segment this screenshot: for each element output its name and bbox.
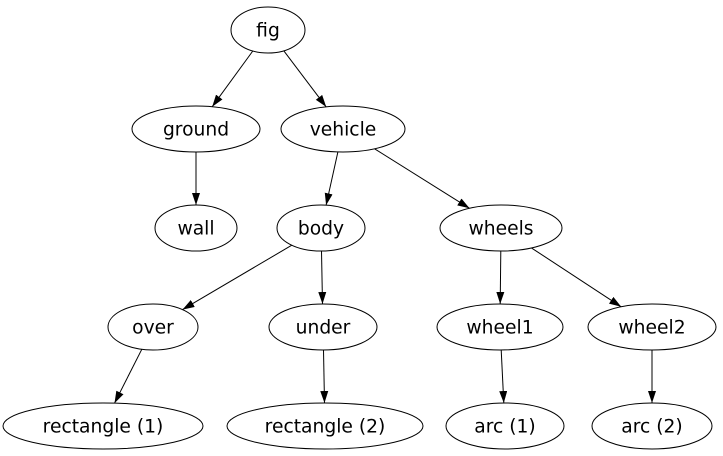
node-fig: fig <box>230 6 306 54</box>
node-label-under: under <box>296 318 351 339</box>
node-ground: ground <box>131 105 261 153</box>
node-wall: wall <box>154 204 238 252</box>
node-rectangle2: rectangle (2) <box>226 402 424 450</box>
edge-wheels-wheel1 <box>496 250 505 305</box>
edge-vehicle-body <box>324 151 339 206</box>
edge-wheel1-arc1 <box>499 349 508 404</box>
node-ellipse-vehicle <box>280 105 406 153</box>
node-label-body: body <box>298 219 344 240</box>
edge-wheels-wheel2 <box>531 247 622 308</box>
node-label-fig: fig <box>256 21 280 42</box>
node-wheel1: wheel1 <box>436 303 564 351</box>
node-ellipse-wheels <box>439 204 563 252</box>
edge-body-under <box>318 250 327 305</box>
node-label-wall: wall <box>177 219 214 240</box>
nodes-layer: fig ground vehicle wall body wheels over under w… <box>2 6 717 450</box>
node-ellipse-rectangle1 <box>2 402 204 450</box>
node-label-arc1: arc (1) <box>474 417 535 438</box>
node-ellipse-body <box>276 204 366 252</box>
node-label-arc2: arc (2) <box>621 417 682 438</box>
node-vehicle: vehicle <box>280 105 406 153</box>
node-label-ground: ground <box>163 120 229 141</box>
node-ellipse-wall <box>154 204 238 252</box>
node-rectangle1: rectangle (1) <box>2 402 204 450</box>
node-ellipse-rectangle2 <box>226 402 424 450</box>
edge-body-over <box>182 244 293 311</box>
node-label-wheel1: wheel1 <box>466 318 533 339</box>
node-label-rectangle1: rectangle (1) <box>43 417 164 438</box>
node-label-rectangle2: rectangle (2) <box>265 417 386 438</box>
node-body: body <box>276 204 366 252</box>
node-arc1: arc (1) <box>445 402 565 450</box>
node-ellipse-ground <box>131 105 261 153</box>
node-ellipse-wheel1 <box>436 303 564 351</box>
node-label-wheel2: wheel2 <box>618 318 685 339</box>
edge-over-rectangle1 <box>114 349 143 404</box>
edge-under-rectangle2 <box>320 349 329 404</box>
edge-vehicle-wheels <box>374 148 470 209</box>
node-label-vehicle: vehicle <box>310 120 377 141</box>
edges-layer <box>114 50 656 404</box>
node-ellipse-arc1 <box>445 402 565 450</box>
edge-fig-ground <box>211 50 254 107</box>
node-under: under <box>268 303 378 351</box>
node-over: over <box>107 303 199 351</box>
node-label-wheels: wheels <box>468 219 533 240</box>
node-ellipse-arc2 <box>591 402 713 450</box>
node-ellipse-over <box>107 303 199 351</box>
node-wheel2: wheel2 <box>587 303 717 351</box>
node-label-over: over <box>132 318 174 339</box>
node-ellipse-fig <box>230 6 306 54</box>
edge-fig-vehicle <box>283 50 327 108</box>
node-ellipse-under <box>268 303 378 351</box>
node-arc2: arc (2) <box>591 402 713 450</box>
node-wheels: wheels <box>439 204 563 252</box>
node-ellipse-wheel2 <box>587 303 717 351</box>
